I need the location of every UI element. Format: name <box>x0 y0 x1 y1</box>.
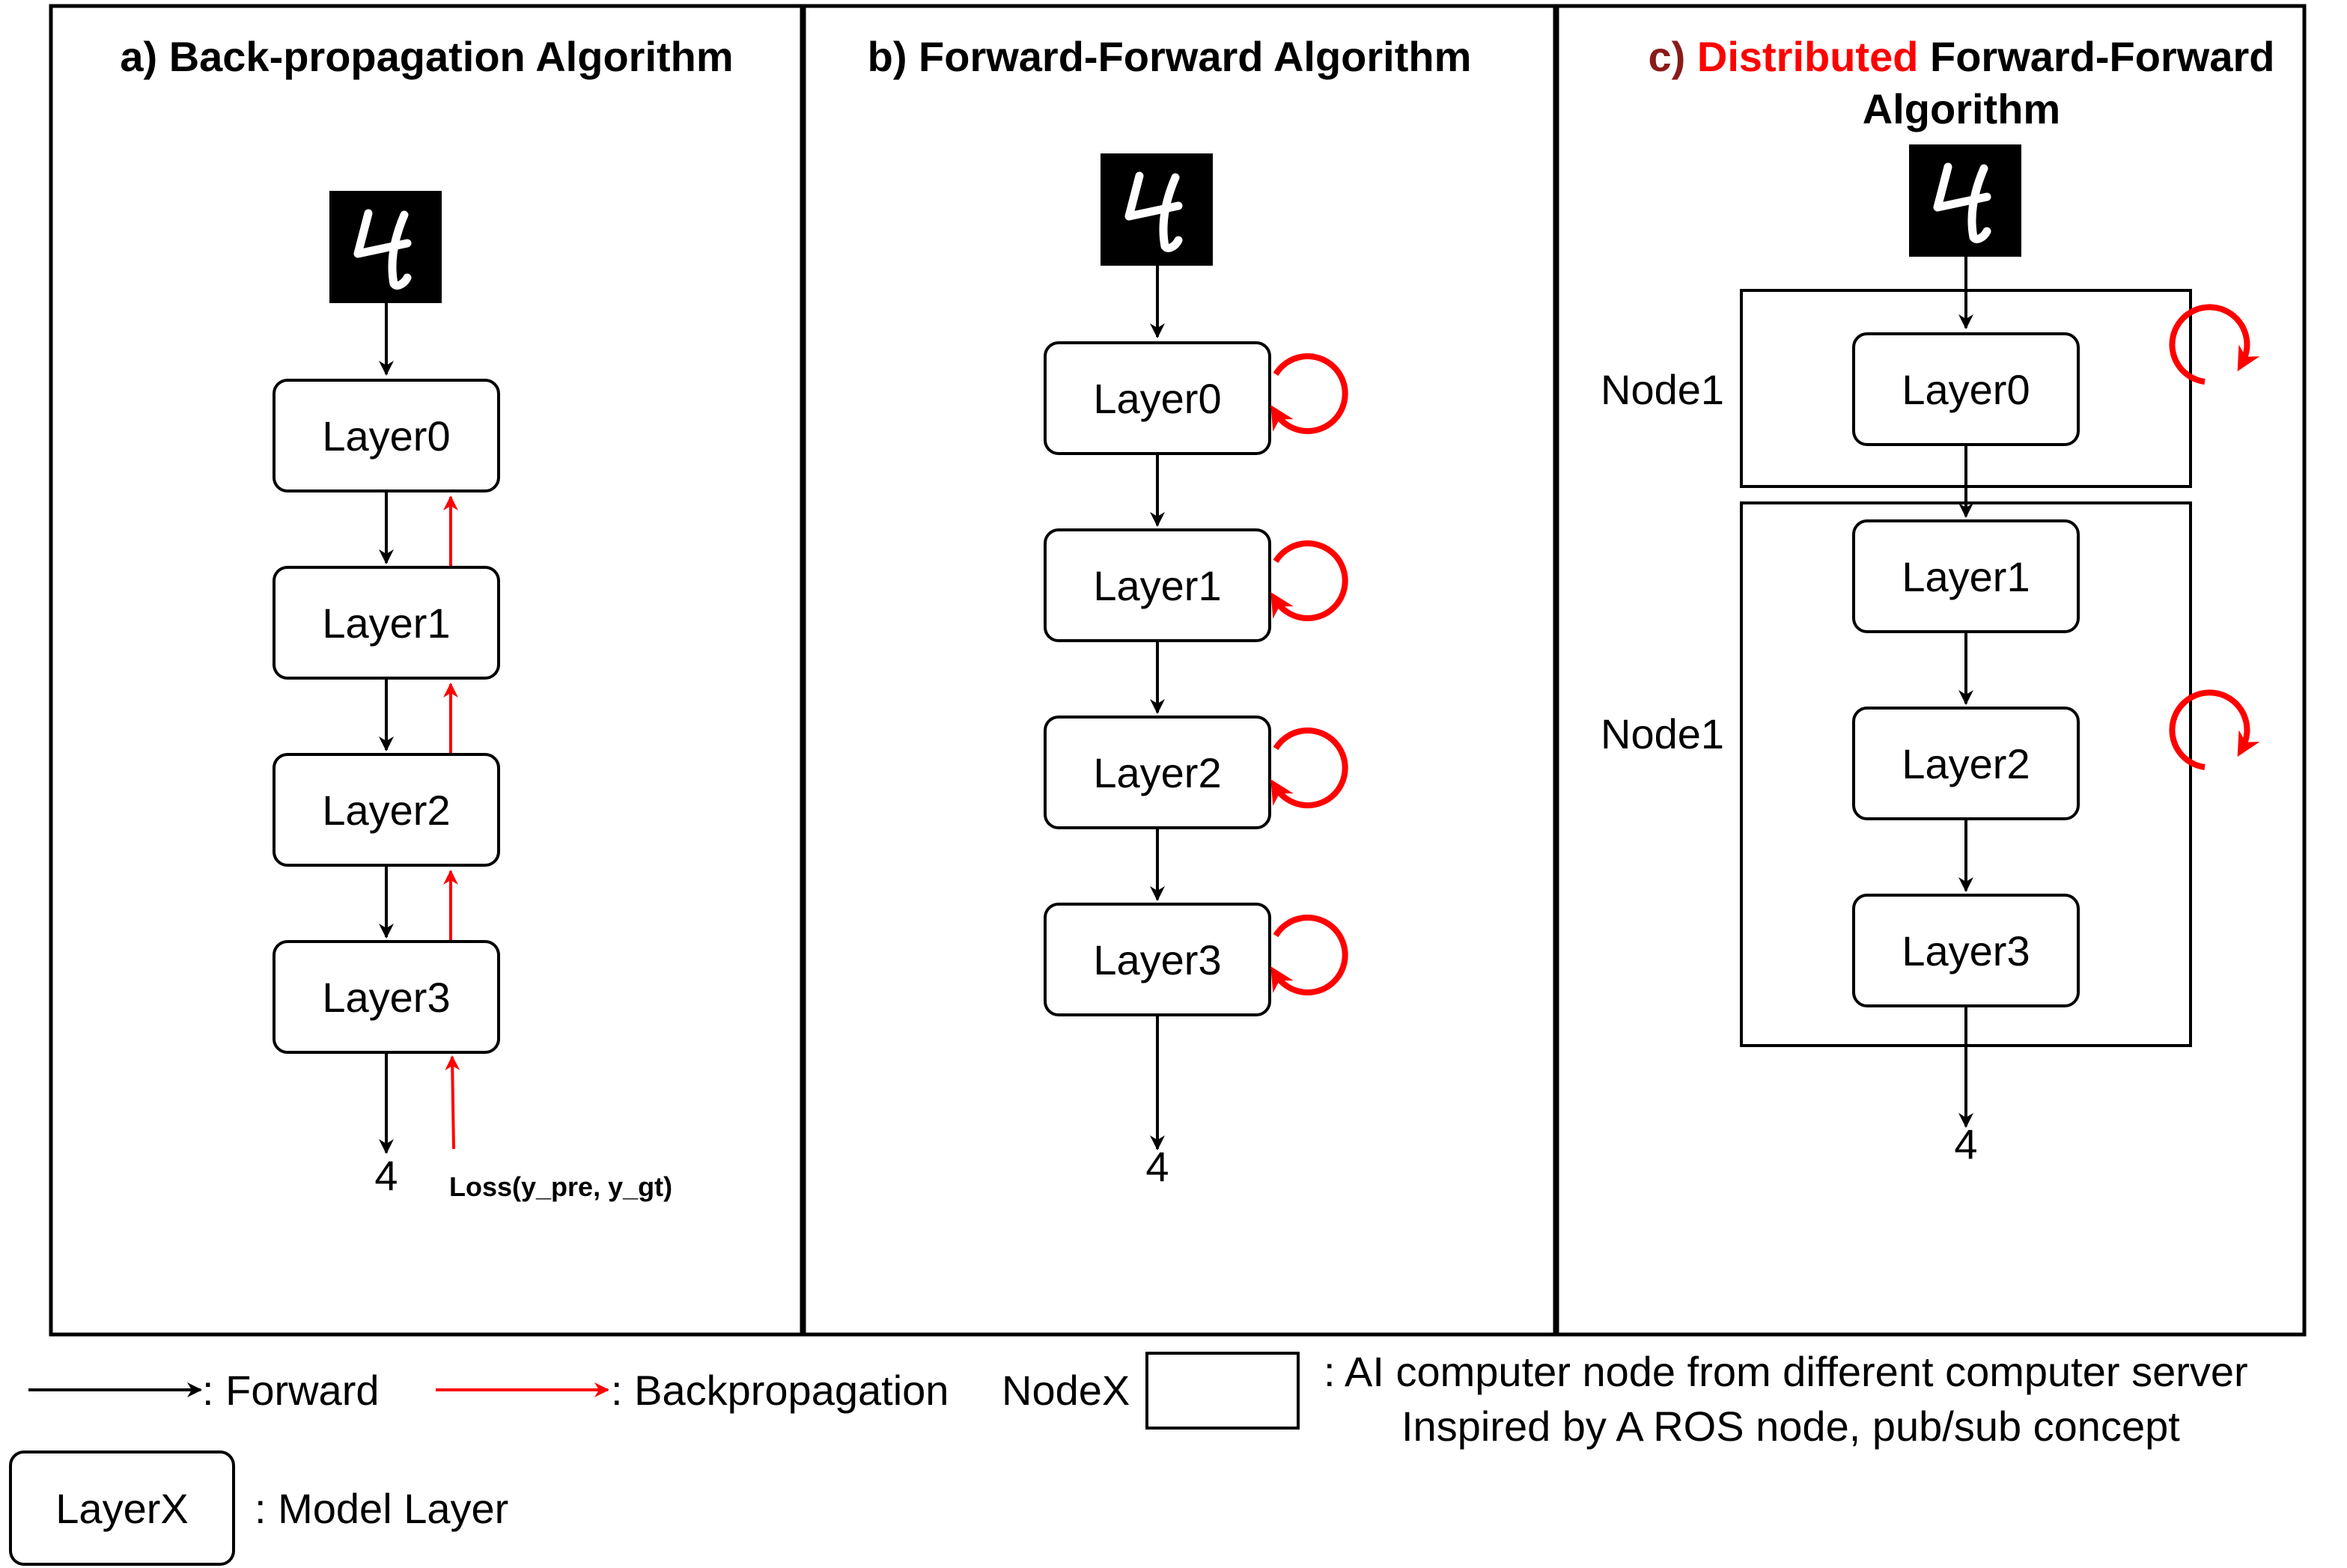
input-digit-image <box>329 191 442 303</box>
layer-box: Layer2 <box>1852 707 2080 820</box>
panel-b-title: b) Forward-Forward Algorithm <box>868 33 1472 80</box>
layer-box: Layer1 <box>1044 528 1271 642</box>
local-update-loop-icon <box>1270 353 1348 434</box>
input-digit-image <box>1909 144 2021 257</box>
layer-label: Layer0 <box>1093 375 1221 422</box>
legend-layer-box: LayerX <box>9 1450 235 1566</box>
output-label: 4 <box>1954 1120 1977 1168</box>
layer-box: Layer2 <box>1044 716 1271 829</box>
panel-c-border <box>1555 4 2307 1337</box>
layer-label: Layer0 <box>1902 366 2030 413</box>
legend-model-layer-label: : Model Layer <box>255 1485 508 1532</box>
node-label: Node1 <box>1601 710 1724 757</box>
layer-box: Layer0 <box>273 379 500 492</box>
layer-label: Layer2 <box>1093 749 1221 796</box>
layer-box: Layer1 <box>1852 519 2080 633</box>
panel-a-title: a) Back-propagation Algorithm <box>120 33 733 80</box>
layer-box: Layer2 <box>273 753 500 867</box>
panel-a-border <box>49 4 804 1337</box>
layer-label: Layer3 <box>322 974 450 1021</box>
panel-c-title-line2: Algorithm <box>1863 85 2060 132</box>
local-update-loop-icon <box>2169 689 2260 770</box>
backprop-arrow <box>445 1055 460 1150</box>
legend-forward-label: : Forward <box>202 1367 380 1414</box>
layer-label: Layer3 <box>1093 936 1221 983</box>
loss-label: Loss(y_pre, y_gt) <box>449 1171 672 1202</box>
layer-label: Layer3 <box>1902 927 2030 974</box>
output-label: 4 <box>1145 1143 1169 1190</box>
legend-backprop-label: : Backpropagation <box>611 1367 949 1414</box>
legend-layerx-label: LayerX <box>55 1485 188 1532</box>
layer-label: Layer0 <box>322 412 450 460</box>
panel-b-border <box>802 4 1557 1337</box>
layer-box: Layer3 <box>273 940 500 1054</box>
layer-label: Layer2 <box>322 787 450 834</box>
layer-box: Layer0 <box>1852 332 2080 446</box>
legend-node-desc-line1: : AI computer node from different comput… <box>1324 1348 2248 1395</box>
panel-c-title-highlight: Distributed <box>1697 33 1919 80</box>
layer-box: Layer0 <box>1044 341 1271 455</box>
layer-box: Layer1 <box>273 566 500 680</box>
layer-box: Layer3 <box>1044 903 1271 1016</box>
layer-label: Layer1 <box>1093 562 1221 609</box>
legend-nodex-label: NodeX <box>1002 1367 1130 1414</box>
layer-label: Layer2 <box>1902 740 2030 787</box>
local-update-loop-icon <box>1270 540 1348 621</box>
panel-c-title: c) Distributed Forward-Forward <box>1649 33 2275 80</box>
panel-c-title-rest: Forward-Forward <box>1918 33 2274 80</box>
output-label: 4 <box>374 1152 398 1199</box>
layer-label: Layer1 <box>322 600 450 647</box>
local-update-loop-icon <box>1270 727 1348 808</box>
legend-node-box <box>1145 1352 1300 1430</box>
input-digit-image <box>1101 153 1213 266</box>
panel-c-title-prefix: c) <box>1649 33 1697 80</box>
node-label: Node1 <box>1601 366 1724 413</box>
layer-label: Layer1 <box>1902 553 2030 600</box>
local-update-loop-icon <box>1270 915 1348 995</box>
layer-box: Layer3 <box>1852 894 2080 1007</box>
legend-node-desc-line2: Inspired by A ROS node, pub/sub concept <box>1401 1403 2180 1450</box>
local-update-loop-icon <box>2169 304 2260 385</box>
